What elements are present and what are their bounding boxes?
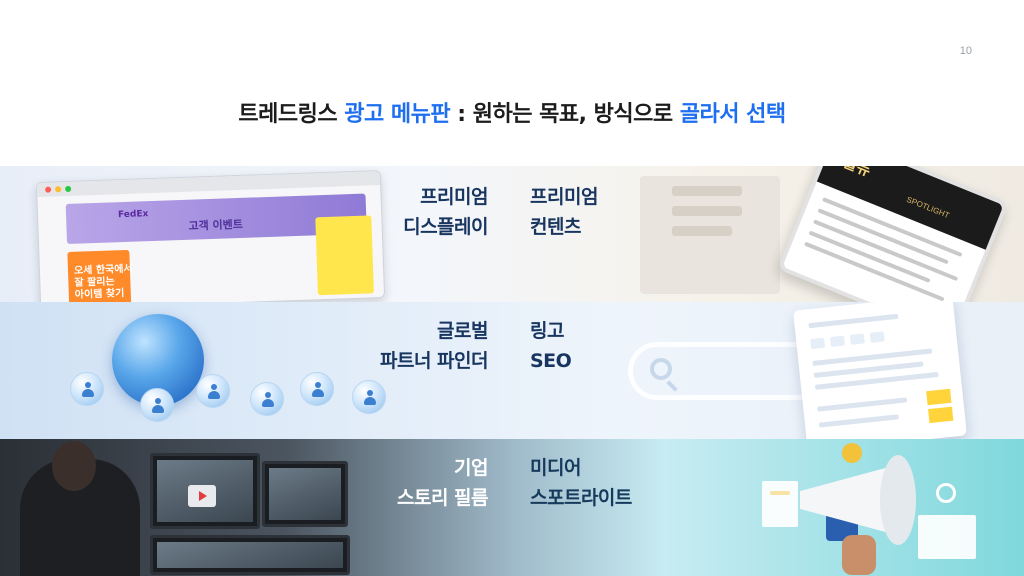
ring-icon	[936, 483, 956, 503]
label-line: 디스플레이	[403, 216, 488, 238]
paper-icon	[918, 515, 976, 559]
paper-line	[770, 491, 790, 495]
label-line: 링고	[530, 320, 564, 342]
paper-icon	[762, 481, 798, 527]
user-bubble-icon	[250, 382, 284, 416]
promo-line: 아이템 찾기	[74, 288, 125, 301]
browser-mockup-image: FedEx 고객 이벤트 오세 한국에서 잘 팔리는 아이템 찾기	[35, 170, 386, 302]
label-line: 스포트라이트	[530, 487, 632, 509]
phone-article-image: 틀뉴 SPOTLIGHT	[777, 166, 1009, 302]
premium-display-label[interactable]: 프리미엄 디스플레이	[360, 182, 488, 242]
media-spotlight-label[interactable]: 미디어 스포트라이트	[530, 453, 680, 513]
editor-head	[52, 441, 96, 491]
page-number: 10	[959, 45, 972, 57]
global-band: 글로벌 파트너 파인더 링고 SEO	[0, 302, 1024, 439]
label-line: 스토리 필름	[396, 487, 489, 509]
user-bubble-icon	[140, 388, 174, 422]
label-line: 기업	[454, 457, 488, 479]
badge-icon	[842, 443, 862, 463]
banner-event-text: 고객 이벤트	[188, 217, 244, 233]
document-line	[672, 206, 742, 216]
hand-image	[842, 535, 876, 575]
label-line: 프리미엄	[420, 186, 488, 208]
label-line: 컨텐츠	[530, 216, 581, 238]
user-bubble-icon	[70, 372, 104, 406]
title-accent-1: 광고 메뉴판	[344, 102, 451, 127]
corporate-story-film-label[interactable]: 기업 스토리 필름	[330, 453, 489, 513]
label-line: 프리미엄	[530, 186, 598, 208]
promo-text: 오세 한국에서 잘 팔리는 아이템 찾기	[74, 264, 134, 302]
banner-brand-text: FedEx	[117, 209, 149, 221]
label-line: 파트너 파인더	[380, 350, 489, 372]
lingo-seo-label[interactable]: 링고 SEO	[530, 316, 670, 376]
page-title: 트레드링스 광고 메뉴판 : 원하는 목표, 방식으로 골라서 선택	[0, 96, 1024, 128]
megaphone-bell	[880, 455, 916, 545]
promo-line: 오세 한국에서	[73, 263, 133, 277]
user-bubble-icon	[300, 372, 334, 406]
search-icon	[650, 358, 672, 380]
monitor-image	[262, 461, 348, 527]
label-line: 글로벌	[437, 320, 488, 342]
title-accent-2: 골라서 선택	[679, 102, 786, 127]
story-band: 기업 스토리 필름 미디어 스포트라이트	[0, 439, 1024, 576]
document-line	[672, 226, 732, 236]
play-icon	[188, 485, 216, 507]
premium-content-label[interactable]: 프리미엄 컨텐츠	[530, 182, 670, 242]
seo-dashboard-image	[793, 302, 967, 439]
title-part-2: : 원하는 목표, 방식으로	[450, 102, 680, 127]
article-line	[808, 230, 931, 283]
user-bubble-icon	[196, 374, 230, 408]
browser-toolbar	[36, 171, 381, 198]
document-line	[672, 186, 742, 196]
global-partner-finder-label[interactable]: 글로벌 파트너 파인더	[330, 316, 489, 376]
label-line: 미디어	[530, 457, 581, 479]
user-bubble-icon	[352, 380, 386, 414]
monitor-image	[150, 535, 350, 575]
title-part-1: 트레드링스	[238, 102, 345, 127]
premium-band: FedEx 고객 이벤트 오세 한국에서 잘 팔리는 아이템 찾기 프리미엄 디…	[0, 166, 1024, 302]
label-line: SEO	[530, 350, 572, 372]
